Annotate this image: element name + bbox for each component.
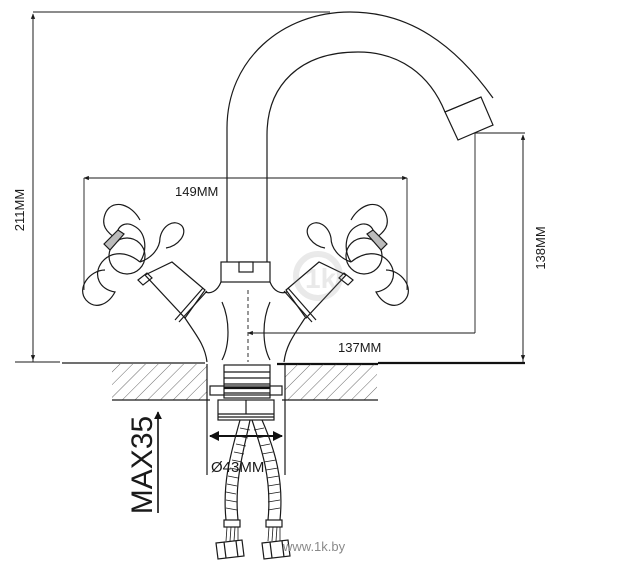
mounting-shank [209, 364, 283, 421]
spout [226, 11, 494, 262]
faucet-body [184, 261, 306, 363]
dimension-max-thickness: MAX35 [126, 411, 162, 514]
svg-text:1k: 1k [305, 263, 337, 294]
label-max-thickness: MAX35 [126, 416, 159, 514]
left-handle [82, 203, 208, 323]
dimension-handle-span: 149MM [83, 175, 408, 290]
label-handle-span: 149MM [175, 184, 218, 199]
dimension-spout-height: 138MM [474, 132, 548, 362]
dimension-total-height: 211MM [12, 11, 330, 363]
supply-hoses [215, 419, 291, 560]
dimension-mount-diameter: Ø43MM [209, 431, 283, 476]
label-total-height: 211MM [12, 189, 27, 231]
dimension-spout-reach: 137MM [247, 290, 475, 362]
right-handle [283, 203, 409, 323]
label-spout-reach: 137MM [338, 340, 381, 355]
label-spout-height: 138MM [533, 226, 548, 269]
watermark-logo-icon [293, 251, 343, 301]
watermark-text: www.1k.by [282, 539, 346, 554]
watermark: 1k [293, 251, 343, 301]
label-mount-diameter: Ø43MM [211, 459, 264, 476]
countertop [62, 361, 525, 475]
